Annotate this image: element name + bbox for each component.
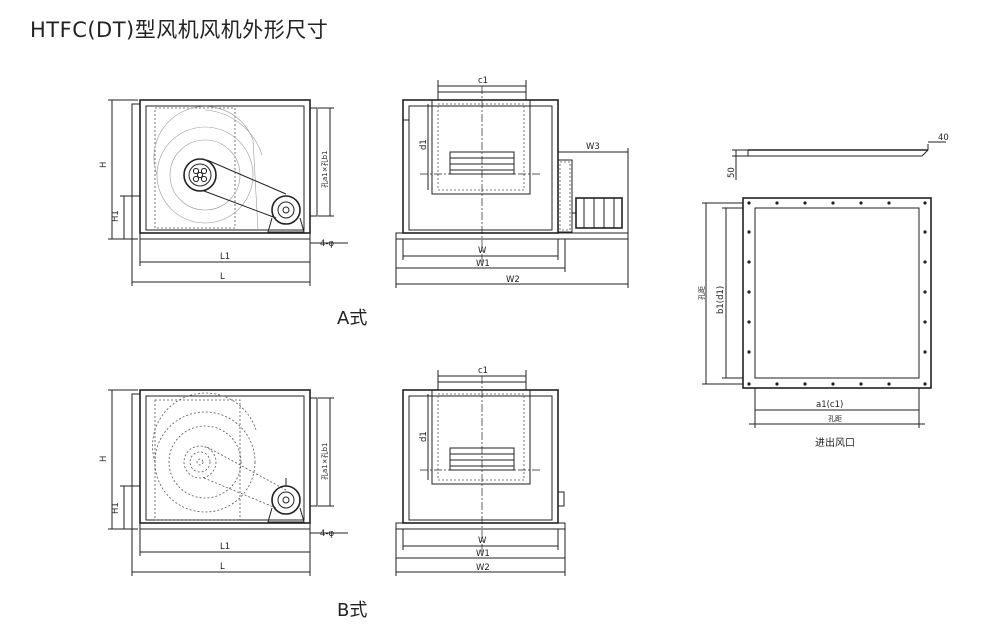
dim-l1: L1: [220, 542, 230, 552]
page-title: HTFC(DT)型风机风机外形尺寸: [30, 18, 329, 42]
side-view-a: H H1 孔a1×孔b1 4-φ L1 L: [99, 99, 348, 286]
fan-pulley: [183, 158, 217, 192]
dim-a1b1: 孔a1×孔b1: [321, 442, 329, 480]
dim-40: 40: [938, 133, 949, 143]
dim-b1d1: b1(d1): [716, 286, 726, 314]
motor-pulley: [271, 195, 301, 225]
dim-kongju-h: 孔距: [828, 415, 842, 423]
dim-w1: W1: [476, 549, 490, 559]
flange-holes: [747, 201, 927, 386]
base-frame: [139, 232, 311, 240]
dim-l: L: [220, 562, 225, 572]
motor: [575, 197, 623, 229]
dim-50: 50: [727, 167, 737, 178]
view-label-b: B式: [337, 600, 368, 621]
front-view-b: c1 d1 W W1 W2: [395, 366, 566, 576]
dim-w2: W2: [476, 563, 490, 573]
base-frame: [395, 232, 629, 240]
flange-view: 40 50 孔距 b1(d1: [698, 133, 949, 449]
inlet-flange: [131, 103, 141, 197]
dim-h: H: [99, 162, 109, 168]
dim-w3: W3: [586, 142, 600, 152]
dim-a1c1: a1(c1): [816, 400, 843, 410]
dim-hole: 4-φ: [320, 529, 334, 539]
outlet-flange: [309, 397, 318, 507]
flange-outline: [742, 197, 932, 389]
dim-c1: c1: [478, 76, 488, 86]
dim-hole: 4-φ: [320, 239, 334, 249]
dim-l: L: [220, 272, 225, 282]
dim-a1b1: 孔a1×孔b1: [321, 150, 329, 188]
dim-c1: c1: [478, 366, 488, 376]
base-frame: [395, 522, 566, 530]
inlet-flange: [131, 393, 141, 487]
dim-h: H: [99, 456, 109, 462]
cabinet-outline: [402, 99, 559, 234]
motor-pulley: [271, 485, 301, 515]
flange-caption: 进出风口: [815, 436, 855, 449]
view-label-a: A式: [337, 308, 368, 329]
outlet-flange: [309, 107, 318, 217]
base-frame: [139, 522, 311, 530]
cabinet-outline: [402, 389, 559, 524]
dim-w1: W1: [476, 259, 490, 269]
side-view-b: H H1 孔a1×孔b1 4-φ L1 L: [99, 389, 348, 576]
dim-h1: H1: [111, 210, 121, 222]
front-view-a: c1 d1 W3 W W1 W2: [395, 76, 629, 288]
dim-w: W: [478, 536, 487, 546]
fan-pulley: [183, 445, 217, 479]
dim-w: W: [478, 246, 487, 256]
dim-h1: H1: [111, 502, 121, 514]
dim-l1: L1: [220, 252, 230, 262]
dim-d1: d1: [419, 139, 429, 150]
dim-d1: d1: [419, 431, 429, 442]
dim-kongju-v: 孔距: [698, 286, 706, 300]
dim-w2: W2: [506, 275, 520, 285]
